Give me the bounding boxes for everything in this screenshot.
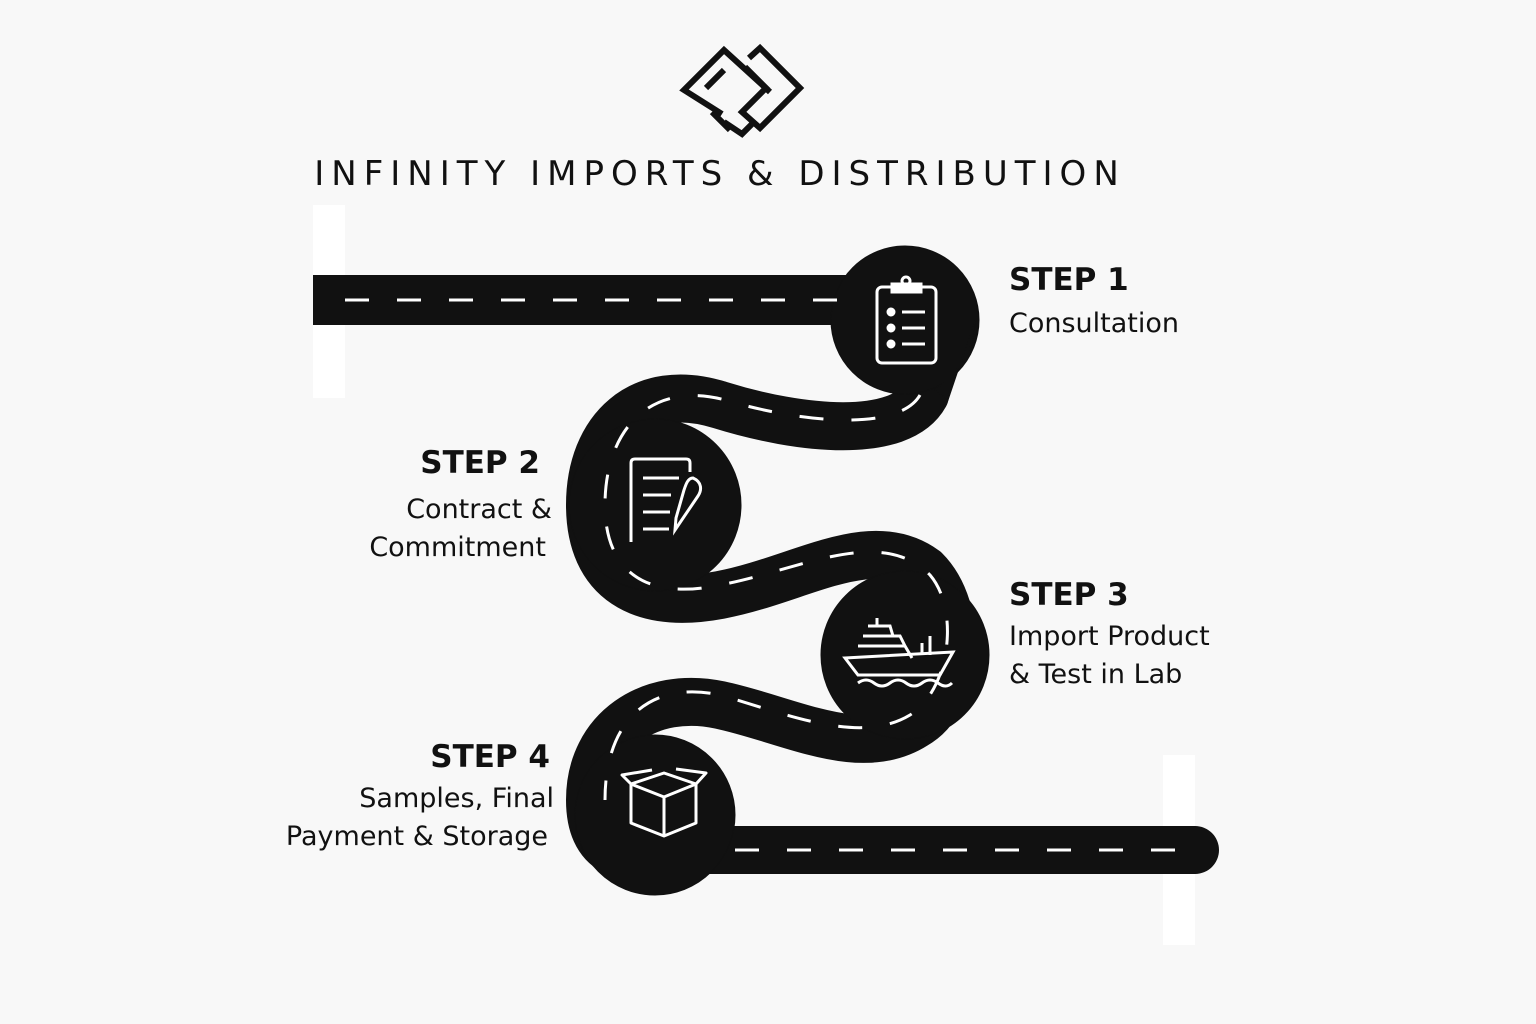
step-2: STEP 2 Contract & Commitment [369, 443, 552, 567]
step-1-description: Consultation [1009, 308, 1180, 339]
clipboard-icon [875, 275, 938, 365]
step-3-description-line1: Import Product [1009, 621, 1210, 652]
step-1: STEP 1 Consultation [1009, 260, 1179, 343]
step-2-description-line2: Commitment [369, 532, 546, 563]
interlocking-diamonds-logo [679, 43, 805, 138]
step-4-description-line2: Payment & Storage [285, 821, 548, 852]
step-4: STEP 4 Samples, Final Payment & Storage [285, 737, 554, 856]
step-3: STEP 3 Import Product & Test in Lab [1009, 575, 1210, 694]
step-4-label: STEP 4 [430, 739, 550, 775]
step-2-description-line1: Contract & [406, 494, 552, 525]
step-1-label: STEP 1 [1009, 262, 1129, 298]
lane-markings [345, 298, 1190, 852]
box-icon [620, 767, 708, 838]
step-3-label: STEP 3 [1009, 577, 1129, 613]
step-4-description-line1: Samples, Final [359, 783, 554, 814]
page-title: INFINITY IMPORTS & DISTRIBUTION [314, 154, 1126, 194]
step-1-node [830, 245, 980, 395]
step-4-node [574, 734, 736, 896]
step-2-label: STEP 2 [420, 445, 540, 481]
contract-pen-icon [629, 457, 703, 542]
step-2-node [568, 418, 742, 592]
ship-icon [842, 618, 956, 688]
step-3-description-line2: & Test in Lab [1009, 659, 1183, 690]
